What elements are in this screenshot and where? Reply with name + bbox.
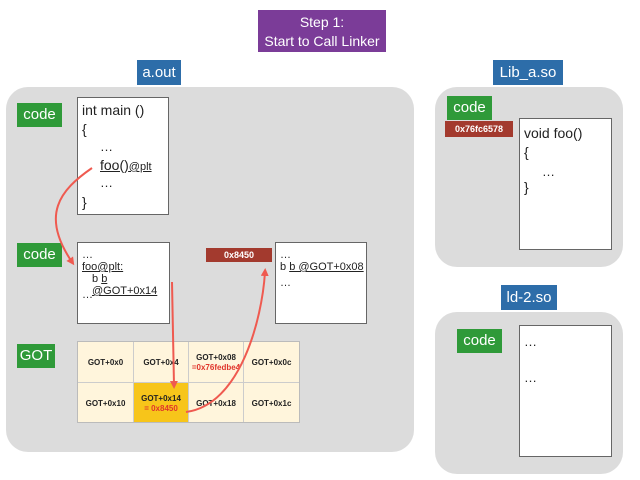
got-cell-10: GOT+0x10	[78, 399, 133, 409]
step-title-line1: Step 1:	[299, 14, 345, 30]
main-line-7: }	[82, 194, 87, 210]
liba-code-tag: code	[447, 96, 492, 120]
main-call-fn: foo()	[100, 157, 129, 173]
ld-code-box: … …	[519, 325, 612, 457]
arrow-got-to-stub	[185, 268, 269, 413]
got-cell-08: GOT+0x08=0x76fedbe4	[189, 353, 243, 373]
plt-line-4: …	[82, 289, 93, 301]
stub-branch-target: b @GOT+0x08	[289, 261, 364, 273]
main-line-1: int main ()	[82, 102, 145, 118]
stub-address-badge: 0x8450	[206, 248, 272, 262]
aout-label: a.out	[137, 60, 181, 85]
aout-code-tag-1: code	[17, 103, 62, 127]
got-cell-4: GOT+0x4	[134, 358, 188, 368]
got-cell-1c-name: GOT+0x1c	[251, 399, 292, 408]
liba-line-1: void foo()	[524, 125, 583, 141]
plt-code-box: … foo@plt: b b @GOT+0x14 …	[77, 242, 170, 324]
liba-code-box: void foo() { … }	[519, 118, 612, 250]
main-call-plt: @plt	[128, 161, 152, 173]
ld-line-1: …	[524, 334, 537, 349]
got-cell-18-name: GOT+0x18	[196, 399, 236, 408]
got-cell-1c: GOT+0x1c	[244, 399, 299, 409]
plt-branch: b b @GOT+0x14	[92, 273, 158, 297]
plt-label: foo@plt:	[82, 261, 124, 273]
plt-line-1: …	[82, 249, 93, 261]
got-col-divider-1	[133, 342, 134, 422]
liba-label: Lib_a.so	[493, 60, 563, 85]
main-line-3: …	[100, 139, 113, 154]
main-line-2: {	[82, 121, 87, 137]
got-cell-08-name: GOT+0x08	[196, 353, 236, 362]
got-col-divider-2	[188, 342, 189, 422]
main-line-6: …	[100, 175, 113, 190]
got-cell-14-value: = 0x8450	[144, 404, 178, 413]
liba-line-4: }	[524, 179, 529, 195]
aout-code-tag-2: code	[17, 243, 62, 267]
got-cell-10-name: GOT+0x10	[85, 399, 126, 408]
ld-label: ld-2.so	[501, 285, 557, 310]
got-cell-0-name: GOT+0x0	[87, 358, 124, 367]
ld-line-2: …	[524, 370, 537, 385]
plt-branch-target: b @GOT+0x14	[92, 273, 158, 297]
got-cell-08-value: =0x76fedbe4	[191, 363, 241, 372]
liba-line-2: {	[524, 144, 529, 160]
main-call-line: foo()@plt	[100, 157, 152, 173]
step-title: Step 1: Start to Call Linker	[258, 10, 386, 52]
got-col-divider-3	[243, 342, 244, 422]
got-table: GOT+0x0 GOT+0x4 GOT+0x08=0x76fedbe4 GOT+…	[77, 341, 300, 423]
got-cell-0c-name: GOT+0x0c	[251, 358, 292, 367]
stub-line-1: …	[280, 249, 291, 261]
step-title-line2: Start to Call Linker	[264, 33, 380, 49]
ld-code-tag: code	[457, 329, 502, 353]
stub-branch: b b @GOT+0x08	[280, 261, 364, 273]
liba-address-badge: 0x76fc6578	[445, 121, 513, 137]
got-cell-14-name: GOT+0x14	[141, 394, 181, 403]
got-cell-14: GOT+0x14= 0x8450	[134, 383, 188, 422]
arrow-call-to-plt	[54, 167, 93, 266]
got-cell-0c: GOT+0x0c	[244, 358, 299, 368]
arrow-plt-to-got	[169, 281, 178, 389]
liba-line-3: …	[542, 164, 555, 179]
stub-line-3: …	[280, 277, 291, 289]
got-cell-0: GOT+0x0	[78, 358, 133, 368]
stub-code-box: … b b @GOT+0x08 …	[275, 242, 367, 324]
got-cell-4-name: GOT+0x4	[143, 358, 179, 367]
main-code-box: int main () { … foo()@plt … }	[77, 97, 169, 215]
got-cell-18: GOT+0x18	[189, 399, 243, 409]
got-tag: GOT	[17, 344, 55, 368]
